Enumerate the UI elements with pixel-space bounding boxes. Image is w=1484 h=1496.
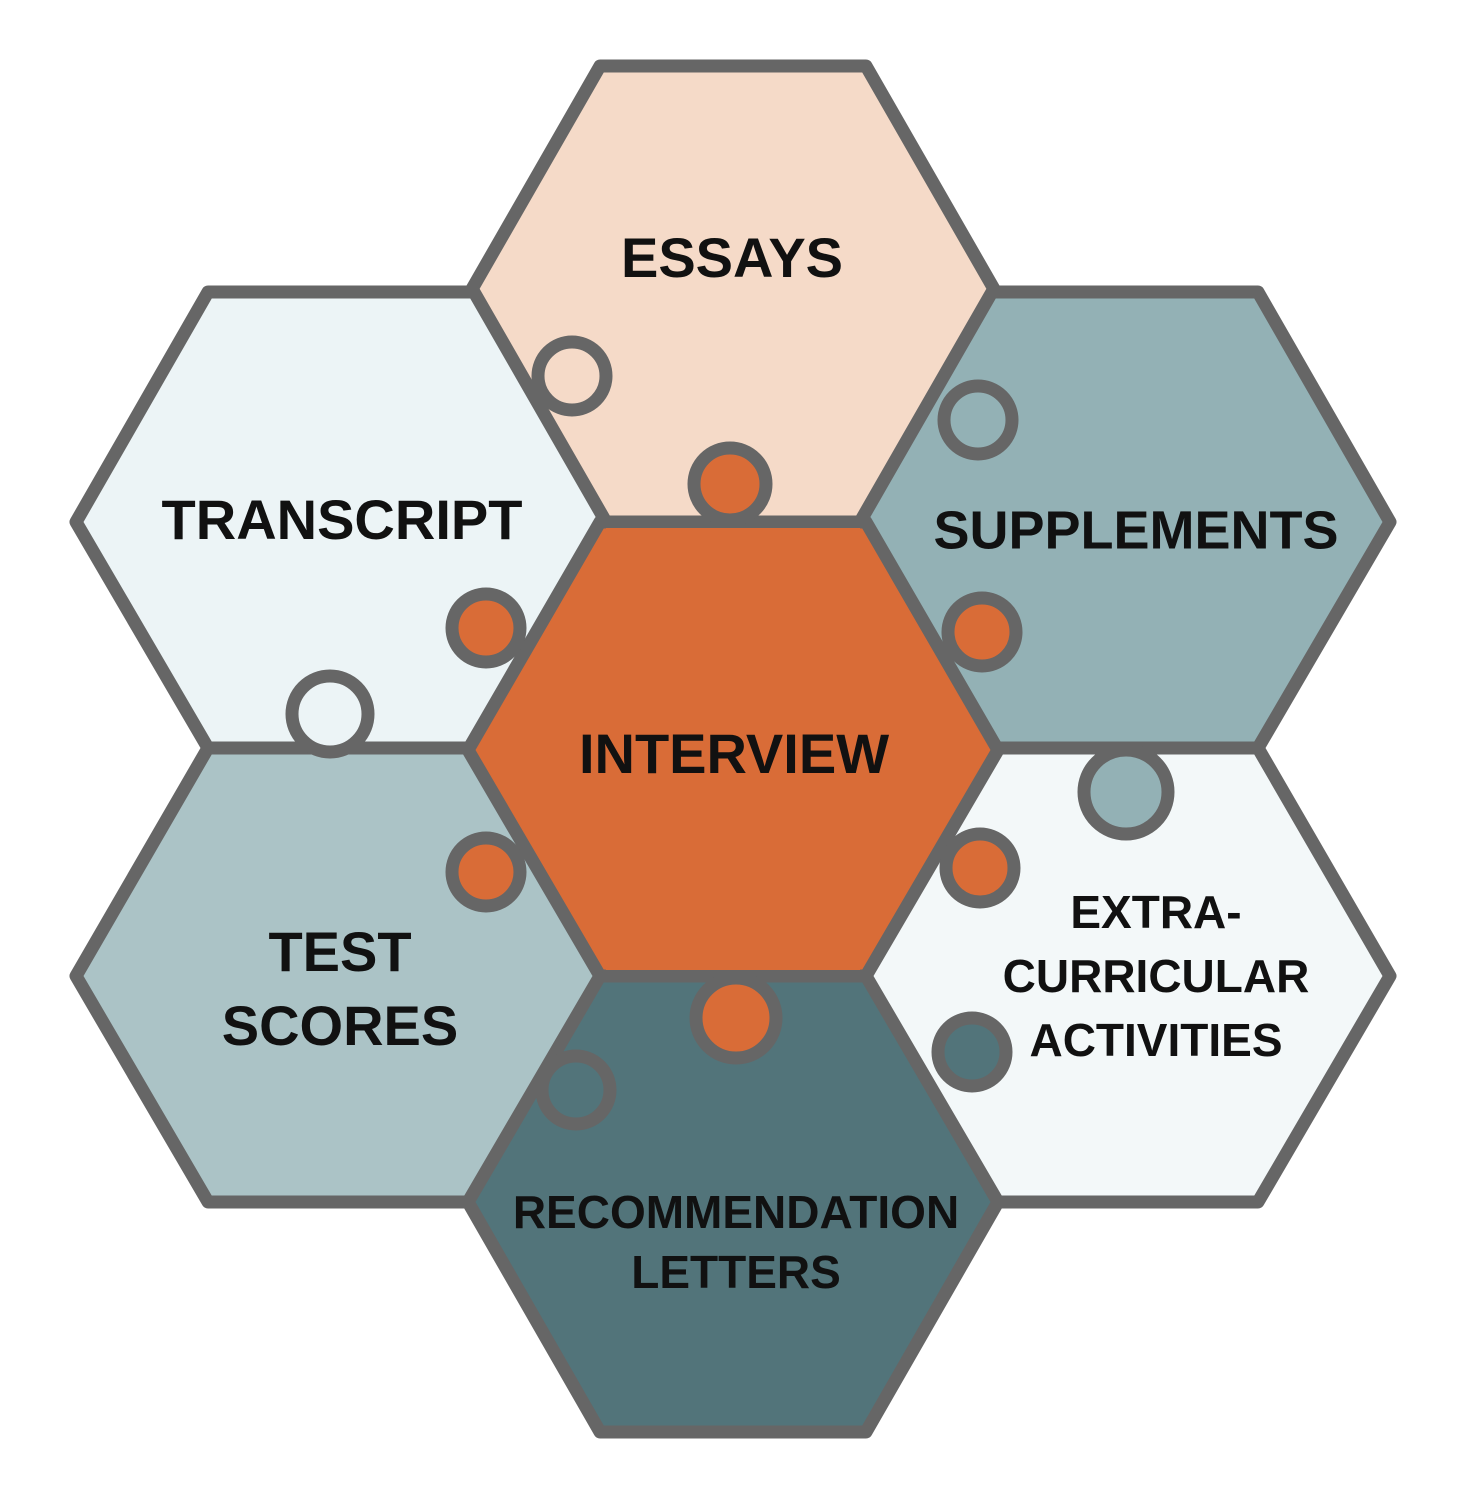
recommendation-label-line2: LETTERS <box>631 1246 841 1298</box>
transcript-label: TRANSCRIPT <box>162 488 523 551</box>
interview-tab-lower-right <box>939 827 1021 909</box>
test-scores-label-line1: TEST <box>268 920 411 983</box>
supplements-label: SUPPLEMENTS <box>933 500 1338 560</box>
recommendation-tab-right <box>931 1011 1013 1093</box>
essays-tab-left <box>531 335 613 417</box>
interview-fill <box>476 528 990 970</box>
extracurricular-label-line3: ACTIVITIES <box>1029 1014 1282 1066</box>
interview-tab-top <box>687 441 773 527</box>
interview-label: INTERVIEW <box>579 722 889 785</box>
interview-tab-lower-left <box>445 831 527 913</box>
interview-tab-upper-left <box>445 587 527 669</box>
transcript-tab-bottom <box>285 669 375 759</box>
interview-tab-upper-right <box>941 591 1023 673</box>
essays-label: ESSAYS <box>621 226 843 289</box>
recommendation-tab-left <box>535 1049 617 1131</box>
supplements-tab-top <box>937 379 1019 461</box>
test-scores-label-line2: SCORES <box>222 994 459 1057</box>
recommendation-label-line1: RECOMMENDATION <box>513 1186 959 1238</box>
interview-tab-bottom <box>689 971 783 1065</box>
extracurricular-label-line1: EXTRA- <box>1070 886 1241 938</box>
supplements-tab-bottom <box>1077 743 1175 841</box>
extracurricular-label-line2: CURRICULAR <box>1003 950 1310 1002</box>
